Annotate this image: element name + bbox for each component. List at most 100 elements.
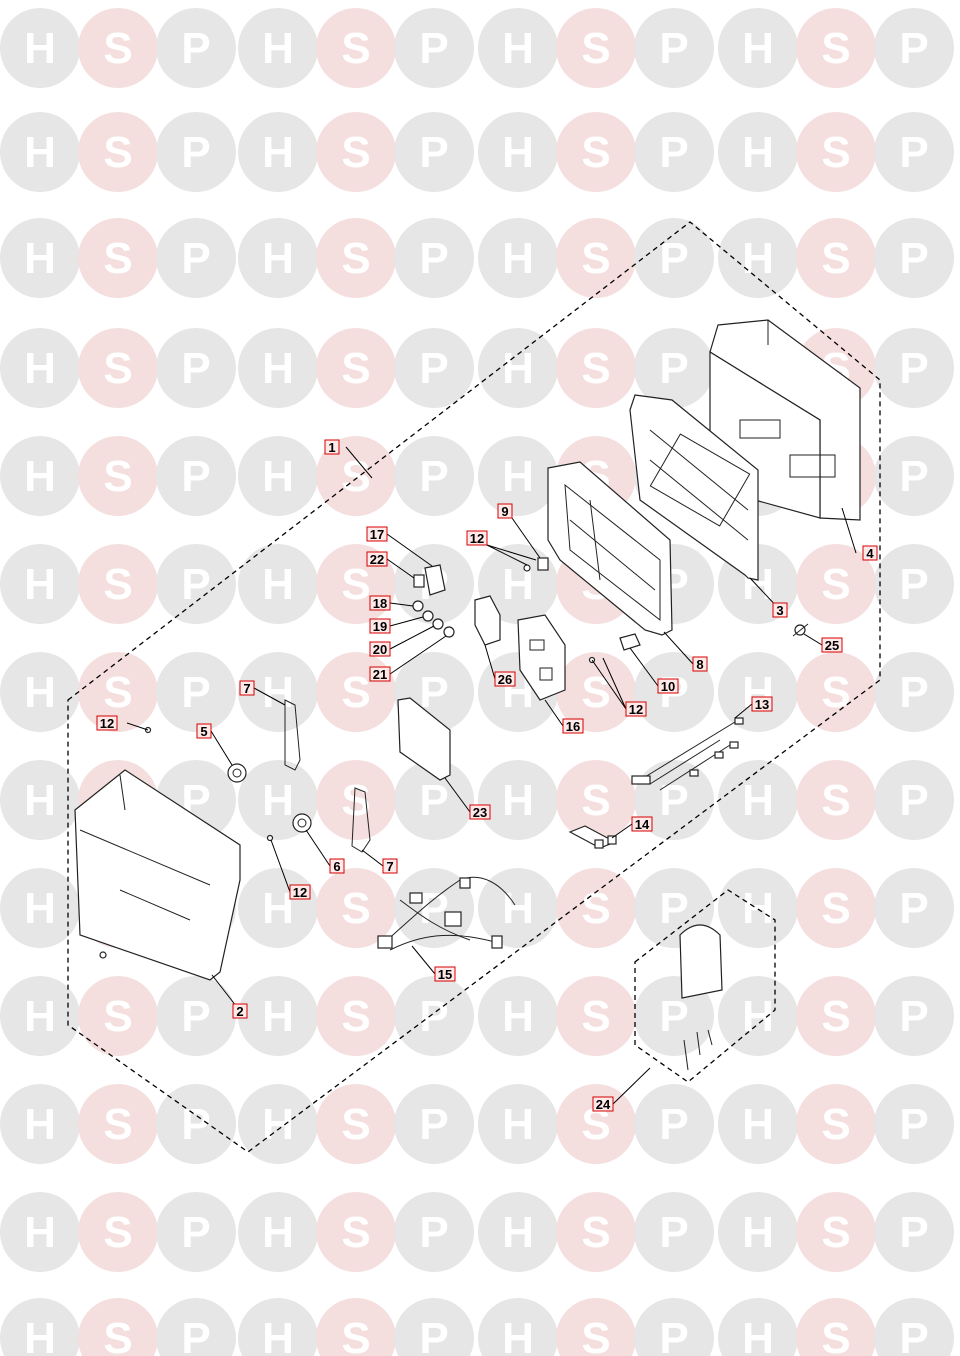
watermark-circle: [718, 760, 798, 840]
watermark-letter: P: [899, 24, 928, 73]
watermark-letter: P: [659, 884, 688, 933]
callout-19-label: 19: [373, 619, 387, 634]
callout-3[interactable]: 3: [772, 602, 788, 618]
callout-12b-label: 12: [100, 716, 114, 731]
watermark-circle: [478, 112, 558, 192]
watermark-circle: [478, 868, 558, 948]
callout-12d[interactable]: 12: [625, 701, 647, 717]
callout-15[interactable]: 15: [434, 966, 456, 982]
callout-19-leader: [389, 616, 424, 627]
callout-18-box: [369, 595, 391, 611]
callout-1-box: [324, 439, 340, 455]
part-26-module: [474, 595, 501, 646]
watermark-letter: S: [341, 24, 370, 73]
watermark-letter: S: [341, 992, 370, 1041]
callout-4[interactable]: 4: [862, 545, 878, 561]
callout-25[interactable]: 25: [821, 637, 843, 653]
callout-2[interactable]: 2: [232, 1003, 248, 1019]
callout-10[interactable]: 10: [657, 678, 679, 694]
watermark-circle: [718, 112, 798, 192]
callout-19[interactable]: 19: [369, 618, 391, 634]
callout-17[interactable]: 17: [366, 526, 388, 542]
callout-6[interactable]: 6: [329, 858, 345, 874]
watermark-letter: H: [24, 128, 56, 177]
callout-2-label: 2: [236, 1004, 243, 1019]
callout-23[interactable]: 23: [469, 804, 491, 820]
callout-12b[interactable]: 12: [96, 715, 118, 731]
watermark-circle: [394, 1192, 474, 1272]
watermark-letter: H: [262, 128, 294, 177]
callout-18[interactable]: 18: [369, 595, 391, 611]
watermark-circle: [796, 976, 876, 1056]
callout-12c[interactable]: 12: [289, 884, 311, 900]
watermark-circle: [156, 1084, 236, 1164]
watermark-letter: H: [24, 1208, 56, 1257]
watermark-circle: [78, 652, 158, 732]
watermark-circle: [556, 760, 636, 840]
callout-4-leader: [841, 507, 857, 554]
callout-5[interactable]: 5: [196, 723, 212, 739]
callout-20-label: 20: [373, 642, 387, 657]
callout-22-label: 22: [370, 552, 384, 567]
watermark-letter: P: [419, 234, 448, 283]
watermark-circle: [156, 976, 236, 1056]
watermark-circle: [874, 8, 954, 88]
watermark-circle: [634, 218, 714, 298]
callout-9[interactable]: 9: [497, 503, 513, 519]
watermark-circle: [0, 8, 80, 88]
callout-9-leader: [511, 517, 541, 559]
watermark-letter: P: [181, 1208, 210, 1257]
callout-7a-leader: [253, 687, 286, 706]
watermark-letter: P: [899, 1314, 928, 1356]
callout-21[interactable]: 21: [369, 666, 391, 682]
watermark-letter: H: [742, 234, 774, 283]
callout-24-leader: [612, 1067, 651, 1105]
callout-1[interactable]: 1: [324, 439, 340, 455]
watermark-letter: S: [821, 24, 850, 73]
watermark-circle: [874, 436, 954, 516]
callout-23-label: 23: [473, 805, 487, 820]
watermark-circle: [156, 218, 236, 298]
watermark-letter: P: [419, 1100, 448, 1149]
watermark-letter: H: [502, 776, 534, 825]
callout-20[interactable]: 20: [369, 641, 391, 657]
watermark-circle: [874, 1192, 954, 1272]
watermark-circle: [394, 8, 474, 88]
watermark-circle: [796, 1084, 876, 1164]
watermark-letter: S: [341, 668, 370, 717]
watermark-letter: H: [502, 992, 534, 1041]
watermark-circle: [78, 328, 158, 408]
watermark-circle: [796, 1298, 876, 1356]
callout-24[interactable]: 24: [592, 1096, 614, 1112]
callout-2-box: [232, 1003, 248, 1019]
callout-16[interactable]: 16: [562, 718, 584, 734]
callout-12c-label: 12: [293, 885, 307, 900]
callout-14[interactable]: 14: [631, 816, 653, 832]
callout-9-box: [497, 503, 513, 519]
callout-7a[interactable]: 7: [239, 680, 255, 696]
watermark-circle: [634, 8, 714, 88]
callout-13-leader: [734, 703, 753, 719]
watermark-circle: [0, 1298, 80, 1356]
callout-25-leader: [803, 633, 823, 646]
watermark-circle: [718, 1298, 798, 1356]
watermark-letter: P: [419, 776, 448, 825]
watermark-circle: [556, 1298, 636, 1356]
callout-8[interactable]: 8: [692, 656, 708, 672]
callout-12c-box: [289, 884, 311, 900]
watermark-circle: [556, 868, 636, 948]
watermark-circle: [0, 1192, 80, 1272]
watermark-circle: [634, 760, 714, 840]
callout-7b[interactable]: 7: [382, 858, 398, 874]
part-10-bracket: [619, 633, 641, 651]
watermark-letter: P: [659, 992, 688, 1041]
callout-26[interactable]: 26: [494, 671, 516, 687]
callout-22[interactable]: 22: [366, 551, 388, 567]
callout-21-leader: [389, 635, 447, 675]
callout-13[interactable]: 13: [751, 696, 773, 712]
watermark-circle: [238, 218, 318, 298]
watermark-letter: P: [659, 128, 688, 177]
callout-13-label: 13: [755, 697, 769, 712]
callout-12a[interactable]: 12: [466, 530, 488, 546]
